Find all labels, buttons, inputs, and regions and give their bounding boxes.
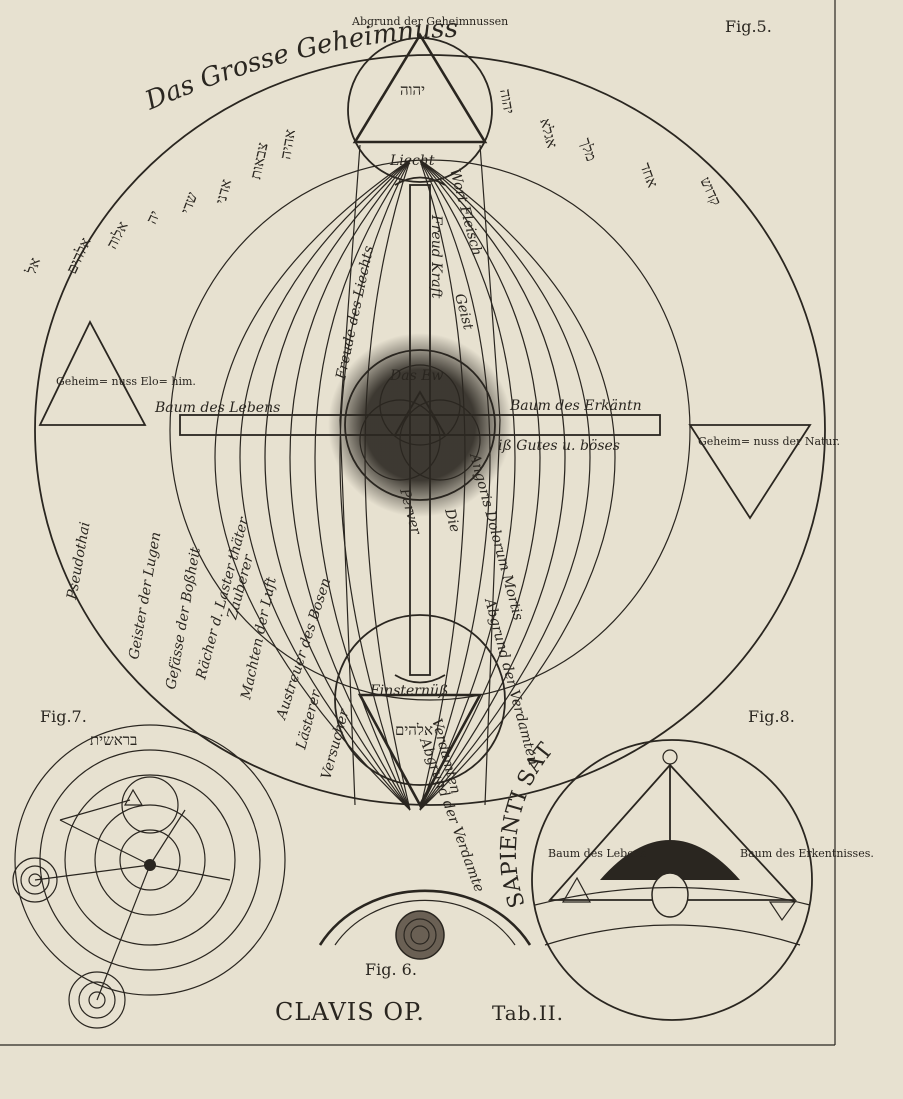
top-circle-label: Liecht	[389, 153, 435, 169]
hebrew-name: אהיה	[276, 128, 299, 161]
fig7-spiral-bottom-core	[88, 991, 106, 1009]
hebrew-name: אלוה	[103, 218, 132, 252]
bottom-triangle	[357, 693, 483, 808]
left-triangle	[38, 320, 147, 426]
right-arc-label: Die	[441, 506, 463, 534]
fig8-arc-text: SAPIENTI SAT	[497, 738, 559, 910]
caption-right: Tab.II.	[492, 1001, 564, 1025]
right-triangle-text: Geheim= nuss der Natur.	[698, 435, 840, 448]
fig6-dome-inner	[334, 899, 516, 946]
fig8-tree-right: Baum des Erkentnisses.	[740, 847, 874, 860]
fig7-ring	[119, 829, 181, 891]
hebrew-name: שדי	[177, 189, 201, 216]
fig8-mound-opening	[651, 872, 689, 918]
fig6-label: Fig. 6.	[365, 960, 417, 979]
hebrew-name: יהוה	[496, 88, 518, 116]
fig7-ring	[14, 724, 286, 996]
top-triangle-hebrew: יהוה	[400, 81, 425, 99]
fig8-right-small-triangle	[768, 901, 797, 922]
caption-left: CLAVIS OP.	[275, 998, 425, 1026]
fig8-dark-mound	[600, 840, 740, 880]
left-triangle-text: Geheim= nuss Elo= him.	[56, 375, 196, 388]
fig7-lines-b	[34, 864, 231, 881]
right-triangle	[688, 424, 812, 520]
hebrew-name: צבאות	[246, 141, 271, 181]
central-disc	[344, 349, 496, 501]
left-arc-label: Pseudothai	[64, 521, 94, 602]
fig5-label: Fig.5.	[725, 17, 772, 36]
cross-left-label: Baum des Lebens	[154, 400, 280, 416]
hebrew-name: אגלא	[536, 116, 561, 150]
fig6-orb-ring	[403, 918, 437, 952]
fig8-horizon-b	[544, 924, 801, 946]
fig7-ring	[64, 774, 236, 946]
central-ring-c	[379, 364, 461, 446]
fig8-label: Fig.8.	[748, 707, 795, 726]
plate-caption: CLAVIS OP. Tab.II.	[275, 998, 564, 1026]
bottom-circle	[334, 614, 506, 786]
central-triangle	[393, 390, 447, 436]
fig7-spiral-left	[12, 857, 58, 903]
fig7-lines	[59, 809, 186, 1001]
fig7-small-triangle	[124, 788, 144, 806]
fig8-outer-circle	[531, 739, 813, 1021]
center-upper-text: Das Ew	[389, 368, 443, 384]
fig7-spiral-bottom	[68, 971, 126, 1029]
fig8-tree-left: Baum des Lebens	[548, 847, 647, 860]
fig7-hebrew: בראשית	[90, 731, 137, 749]
fig6-diagram: Fig. 6.	[318, 889, 532, 979]
fig7-ring	[94, 804, 206, 916]
top-triangle-text: Abgrund der Geheimnussen	[351, 15, 508, 28]
hebrew-name: יה	[142, 208, 164, 227]
hebrew-name: אלהים	[62, 235, 94, 277]
left-arc-label: Lästerer	[293, 687, 325, 752]
fig7-spiral-left-inner	[20, 865, 50, 895]
cross-right-label: Baum des Erkäntn	[509, 398, 642, 414]
fig7-diagram: Fig.7. בראשית	[12, 707, 286, 1029]
hebrew-name: קדוש	[696, 174, 725, 209]
hebrew-name: אדני	[211, 177, 235, 206]
top-circle	[347, 37, 493, 183]
left-arc-label: Geister der Lugen	[126, 531, 164, 661]
fig8-horizon	[534, 886, 811, 906]
hebrew-name: אחד	[636, 160, 661, 190]
middle-ring	[169, 159, 691, 701]
fig8-top-eye	[662, 749, 678, 765]
fig8-left-small-triangle	[561, 876, 592, 903]
fig6-orb	[395, 910, 445, 960]
fig7-ring	[39, 749, 261, 971]
fig8-diagram: Fig.8. SAPIENTI SAT Baum des Lebens Baum…	[497, 707, 874, 1021]
fig6-orb-ring	[410, 925, 430, 945]
hebrew-name: מלך	[576, 136, 600, 164]
fig5-headline: Das Grosse Geheimnuss	[140, 14, 458, 117]
fig5-diagram: Fig.5. Das Grosse Geheimnuss יהוה	[22, 14, 841, 895]
top-triangle	[352, 32, 488, 144]
fig7-label: Fig.7.	[40, 707, 87, 726]
lens-arcs-right	[419, 159, 616, 811]
cross-right-under: iß Gutes u. böses	[498, 438, 620, 454]
hebrew-name: אל	[22, 255, 45, 277]
bottom-circle-label: Finsternüß	[369, 683, 448, 699]
bottom-triangle-hebrew: אלהים	[395, 721, 433, 739]
fig7-upper-orb	[121, 776, 179, 834]
fig7-spiral-left-core	[28, 873, 42, 887]
fig7-spiral-bottom-inner	[78, 981, 116, 1019]
outer-great-circle	[34, 54, 826, 806]
fig6-dome	[318, 889, 532, 946]
fig7-line	[59, 799, 131, 821]
upper-arc-label: Freud Kraft	[428, 214, 444, 299]
